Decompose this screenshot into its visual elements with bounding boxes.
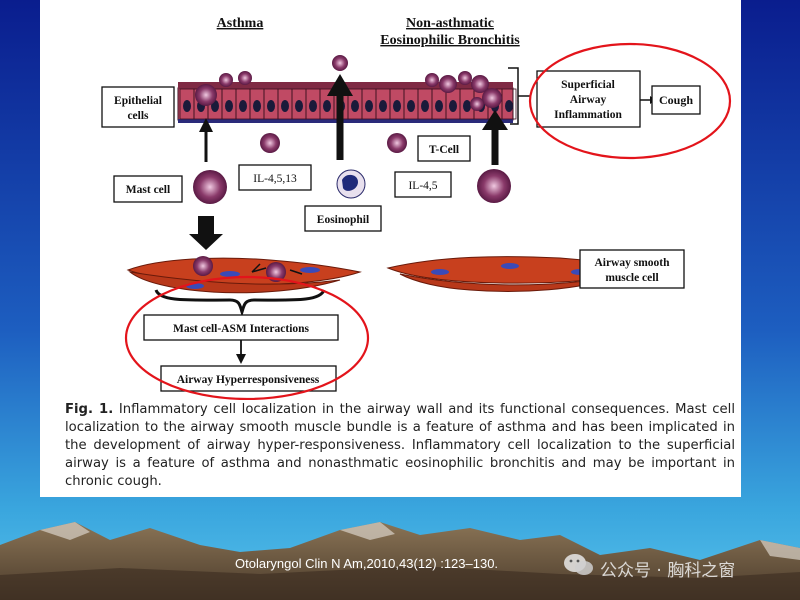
- epithelial-nucleus: [239, 100, 247, 112]
- highlight-circle-ahr: [124, 275, 370, 400]
- epithelial-nucleus: [379, 100, 387, 112]
- epithelial-nucleus: [449, 100, 457, 112]
- mast-cell-box: [113, 175, 183, 203]
- airway-diagram: Asthma Non-asthmatic Eosinophilic Bronch…: [101, 16, 732, 400]
- citation: Otolaryngol Clin N Am,2010,43(12) :123–1…: [235, 556, 499, 571]
- superficial-inflammation-box: [536, 70, 641, 128]
- epithelial-nucleus: [407, 100, 415, 112]
- heading-neab-line1: Non-asthmatic: [406, 16, 494, 31]
- figure-caption: Fig. 1. Inflammatory cell localization i…: [65, 401, 735, 491]
- epithelial-nucleus: [393, 100, 401, 112]
- epithelial-nucleus: [281, 100, 289, 112]
- epithelial-cells-box: [101, 86, 175, 128]
- asm-box: [579, 249, 685, 289]
- epithelial-nucleus: [365, 100, 373, 112]
- eosinophil-label: Eosinophil: [317, 214, 369, 226]
- epithelial-cells-label-2: cells: [127, 110, 149, 122]
- superficial-label-2: Airway: [570, 94, 607, 106]
- airway-smooth-muscle: [126, 256, 651, 294]
- asm-label-2: muscle cell: [605, 272, 658, 284]
- asm-brace: [154, 289, 326, 317]
- epithelial-nucleus: [225, 100, 233, 112]
- epithelial-nucleus: [267, 100, 275, 112]
- wechat-icon: [564, 554, 593, 575]
- arrow-down-to-asm: [198, 216, 214, 236]
- epithelial-nucleus: [351, 100, 359, 112]
- heading-neab-line2: Eosinophilic Bronchitis: [380, 33, 520, 48]
- epithelial-cells-label-1: Epithelial: [114, 95, 162, 107]
- t-cell-label: T-Cell: [429, 144, 459, 156]
- neab-mast-cell: [477, 169, 511, 203]
- ahr-label: Airway Hyperresponsiveness: [177, 374, 320, 386]
- t-cell-box: [417, 135, 471, 162]
- mast-asm-box: [143, 314, 339, 341]
- caption-prefix: Fig. 1.: [65, 402, 114, 417]
- surface-inflammatory-cells: [195, 55, 502, 111]
- ahr-box: [160, 365, 337, 392]
- mast-cell: [193, 170, 227, 204]
- il-4513-label: IL-4,5,13: [253, 173, 297, 185]
- cough-box: [651, 85, 701, 115]
- cough-label: Cough: [659, 93, 693, 107]
- watermark: 公众号 · 胸科之窗: [600, 561, 736, 581]
- superficial-label-1: Superficial: [561, 79, 615, 91]
- epithelial-nucleus: [253, 100, 261, 112]
- epithelial-nucleus: [435, 100, 443, 112]
- epithelial-cell: [501, 88, 517, 120]
- mast-cell-label: Mast cell: [126, 184, 170, 196]
- epithelial-nucleus: [295, 100, 303, 112]
- mast-asm-label: Mast cell-ASM Interactions: [173, 323, 310, 335]
- il-4513-box: [238, 164, 312, 191]
- highlight-circle-cough: [528, 42, 732, 160]
- epithelial-nucleus: [309, 100, 317, 112]
- epithelial-nucleus: [183, 100, 191, 112]
- eosinophil-box: [304, 205, 382, 232]
- epithelial-nucleus: [323, 100, 331, 112]
- il-45-box: [394, 171, 452, 198]
- il-45-label: IL-4,5: [408, 180, 437, 192]
- caption-text: Inflammatory cell localization in the ai…: [65, 402, 735, 489]
- superficial-label-3: Inflammation: [554, 109, 622, 121]
- figure-panel: Asthma Non-asthmatic Eosinophilic Bronch…: [40, 0, 741, 497]
- heading-asthma: Asthma: [217, 16, 264, 31]
- epithelial-nucleus: [421, 100, 429, 112]
- epithelial-nucleus: [463, 100, 471, 112]
- epithelial-nucleus: [505, 100, 513, 112]
- asm-label-1: Airway smooth: [594, 257, 670, 269]
